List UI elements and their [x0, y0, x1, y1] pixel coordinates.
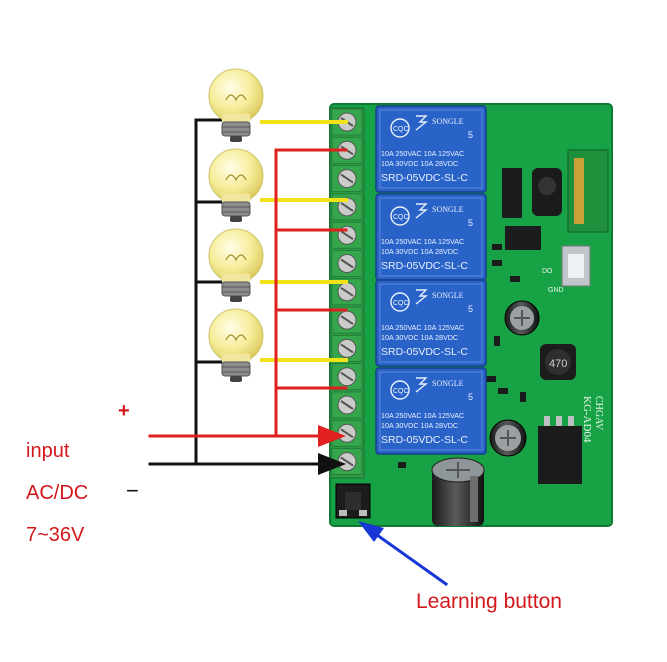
voltage-label: 7~36V	[26, 524, 85, 546]
board-silkscreen: KG-AD04	[581, 396, 593, 443]
relay-ul-number: 5	[468, 304, 473, 314]
ic-chip	[502, 168, 522, 218]
terminal-screw[interactable]	[331, 221, 363, 249]
input-label: input	[26, 440, 70, 462]
relay-rating-2: 10A 30VDC 10A 28VDC	[381, 247, 458, 256]
light-bulb-icon	[208, 228, 264, 302]
learning-button-pointer	[367, 527, 449, 587]
learning-button-label: Learning button	[416, 590, 562, 613]
electrolytic-capacitor-small	[504, 300, 540, 336]
relay-brand: SONGLE	[432, 379, 464, 388]
terminal-screw[interactable]	[331, 391, 363, 419]
negative-label: −	[126, 478, 139, 503]
relay-model: SRD-05VDC-SL-C	[381, 434, 468, 446]
light-bulb-icon	[208, 68, 264, 142]
inductor-marking: 470	[549, 358, 567, 370]
pin-label-gnd: GND	[548, 287, 564, 294]
relay-cert-mark: CQC	[393, 214, 409, 221]
relay-rating-1: 10A 250VAC 10A 125VAC	[381, 237, 464, 246]
ic-chip	[505, 226, 541, 250]
negative-wire	[194, 118, 224, 466]
positive-wire	[148, 148, 348, 438]
relay-brand: SONGLE	[432, 291, 464, 300]
relay-ul-number: 5	[468, 130, 473, 140]
relay-rating-2: 10A 30VDC 10A 28VDC	[381, 159, 458, 168]
terminal-screw[interactable]	[331, 165, 363, 193]
board-silkscreen-2: CHGAV	[593, 396, 604, 431]
relay-ul-number: 5	[468, 218, 473, 228]
relay-brand: SONGLE	[432, 205, 464, 214]
light-bulb-icon	[208, 308, 264, 382]
terminal-screw[interactable]	[331, 363, 363, 391]
relay-board: DO GND 470 KG-AD04 CHGAV	[329, 103, 613, 527]
learning-button[interactable]	[335, 483, 371, 519]
positive-arrowhead	[318, 425, 346, 447]
terminal-screw[interactable]	[331, 334, 363, 362]
voltage-regulator	[538, 416, 582, 484]
relay-model: SRD-05VDC-SL-C	[381, 260, 468, 272]
relay-rating-1: 10A 250VAC 10A 125VAC	[381, 411, 464, 420]
relay-ul-number: 5	[468, 392, 473, 402]
wiring	[148, 118, 449, 587]
relay-rating-1: 10A 250VAC 10A 125VAC	[381, 149, 464, 158]
relay-rating-1: 10A 250VAC 10A 125VAC	[381, 323, 464, 332]
inductor: 470	[540, 344, 576, 380]
relay-rating-2: 10A 30VDC 10A 28VDC	[381, 333, 458, 342]
light-bulb-icon	[208, 148, 264, 222]
terminal-screw[interactable]	[331, 419, 363, 447]
relay-model: SRD-05VDC-SL-C	[381, 172, 468, 184]
lamp-wire	[260, 120, 348, 362]
relay-cert-mark: CQC	[393, 300, 409, 307]
electrolytic-capacitor-large	[431, 457, 485, 526]
relay-cert-mark: CQC	[393, 388, 409, 395]
relay-rating-2: 10A 30VDC 10A 28VDC	[381, 421, 458, 430]
acdc-label: AC/DC	[26, 482, 89, 504]
relay-brand: SONGLE	[432, 117, 464, 126]
positive-label: +	[118, 400, 130, 422]
electrolytic-capacitor-small	[489, 419, 527, 457]
relay-cert-mark: CQC	[393, 126, 409, 133]
negative-arrowhead	[318, 453, 346, 475]
pin-label-do: DO	[542, 268, 553, 275]
pin-header	[561, 245, 591, 287]
relay-model: SRD-05VDC-SL-C	[381, 346, 468, 358]
terminal-screw[interactable]	[331, 193, 363, 221]
smd-components	[398, 244, 526, 468]
terminal-block	[329, 107, 365, 479]
learning-button-pointer-head	[358, 521, 384, 542]
terminal-screw[interactable]	[331, 250, 363, 277]
lamp-group	[208, 68, 264, 382]
